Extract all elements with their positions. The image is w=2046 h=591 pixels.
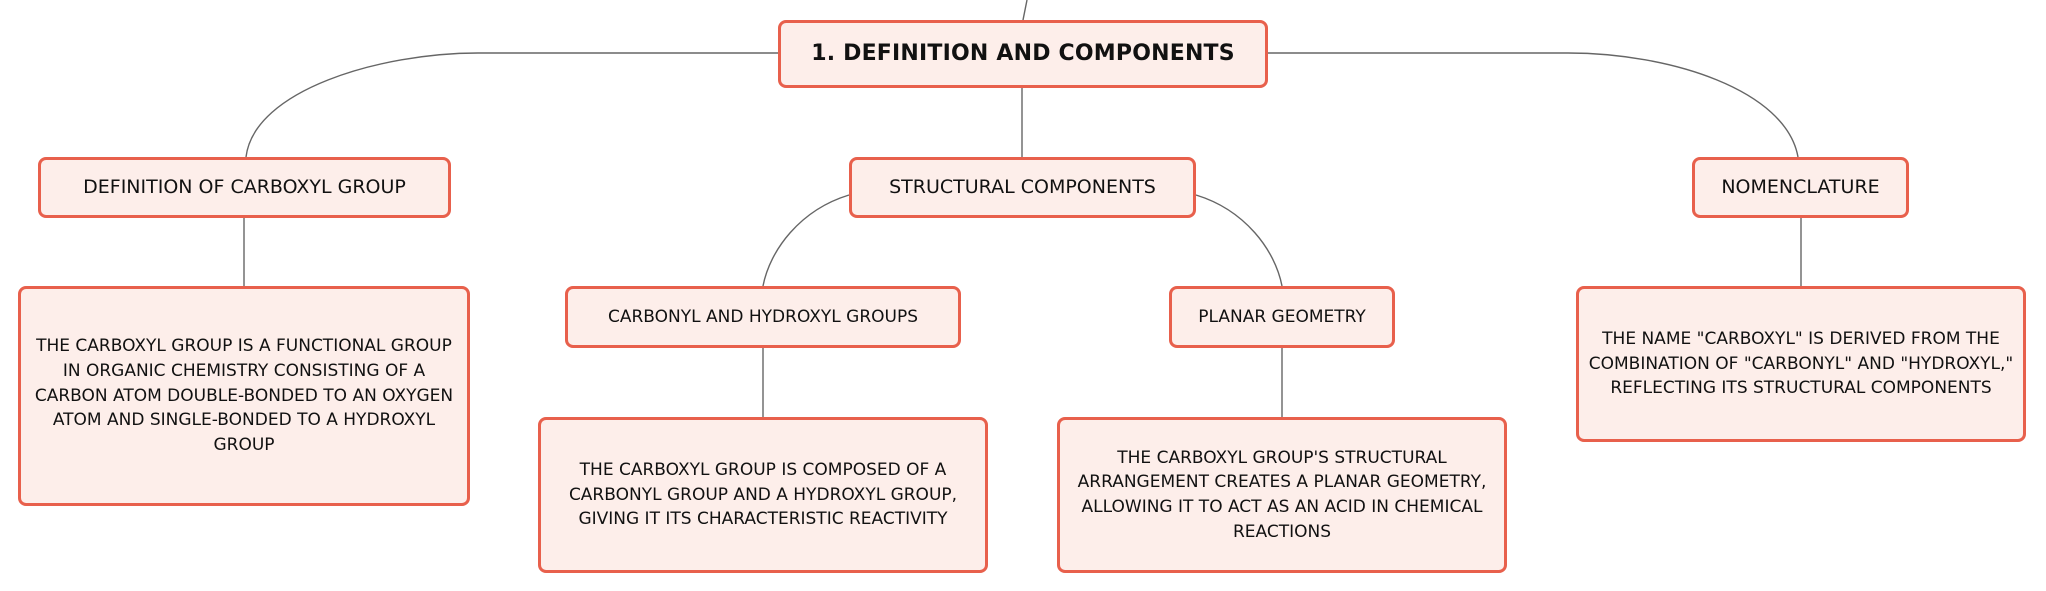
topic-label: STRUCTURAL COMPONENTS [889, 175, 1156, 198]
topic-structural-components[interactable]: STRUCTURAL COMPONENTS [849, 157, 1196, 218]
subtopic-label: PLANAR GEOMETRY [1198, 306, 1366, 327]
topic-label: NOMENCLATURE [1721, 175, 1880, 198]
description-text: THE NAME "CARBOXYL" IS DERIVED FROM THE … [1588, 329, 2014, 399]
topic-definition-of-carboxyl-group[interactable]: DEFINITION OF CARBOXYL GROUP [38, 157, 451, 218]
connector-structural-to-planar [1195, 194, 1283, 287]
connector-structural-to-carbonyl [762, 194, 850, 287]
subtopic-planar-geometry[interactable]: PLANAR GEOMETRY [1169, 286, 1395, 348]
description-definition[interactable]: THE CARBOXYL GROUP IS A FUNCTIONAL GROUP… [18, 286, 470, 506]
description-nomenclature[interactable]: THE NAME "CARBOXYL" IS DERIVED FROM THE … [1576, 286, 2026, 442]
description-text: THE CARBOXYL GROUP IS A FUNCTIONAL GROUP… [34, 336, 454, 455]
root-topic-node[interactable]: 1. DEFINITION AND COMPONENTS [778, 20, 1268, 88]
connector-parent-to-root [1022, 0, 1028, 21]
subtopic-carbonyl-and-hydroxyl-groups[interactable]: CARBONYL AND HYDROXYL GROUPS [565, 286, 961, 348]
description-text: THE CARBOXYL GROUP'S STRUCTURAL ARRANGEM… [1077, 447, 1487, 542]
description-carbonyl-and-hydroxyl[interactable]: THE CARBOXYL GROUP IS COMPOSED OF A CARB… [538, 417, 988, 573]
description-planar-geometry[interactable]: THE CARBOXYL GROUP'S STRUCTURAL ARRANGEM… [1057, 417, 1507, 573]
topic-label: DEFINITION OF CARBOXYL GROUP [83, 175, 406, 198]
topic-nomenclature[interactable]: NOMENCLATURE [1692, 157, 1909, 218]
connector-root-to-definition [245, 52, 778, 158]
subtopic-label: CARBONYL AND HYDROXYL GROUPS [608, 306, 918, 327]
connector-root-to-nomenclature [1268, 52, 1799, 158]
description-text: THE CARBOXYL GROUP IS COMPOSED OF A CARB… [568, 460, 958, 530]
root-topic-label: 1. DEFINITION AND COMPONENTS [811, 41, 1235, 67]
